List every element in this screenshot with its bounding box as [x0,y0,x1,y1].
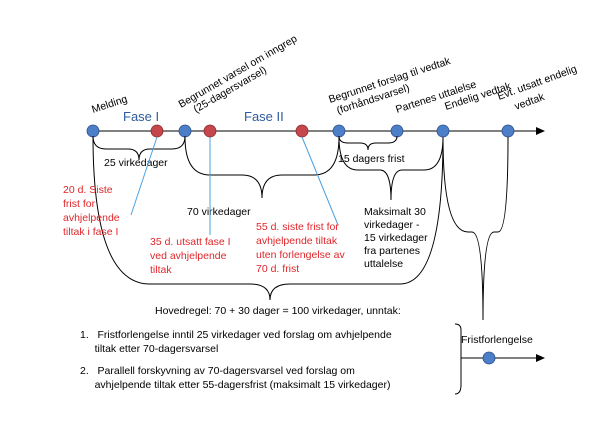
dot-55d [295,124,309,138]
dot-extension [482,351,496,365]
label-max-2: virkedager - [364,219,420,231]
brace-max-30 [338,136,444,201]
dot-varsel [178,124,192,138]
label-15-days: 15 dagers frist [338,153,405,165]
rule-item-1-line-1: 1. Fristforlengelse inntil 25 virkedager… [80,329,392,341]
label-varsel-1: Begrunnet varsel om inngrep [177,33,300,111]
label-extension: Fristforlengelse [461,334,533,346]
note-35-line-1: 35 d. utsatt fase I [150,236,231,248]
dot-utsatt [501,124,515,138]
dot-forslag [332,124,346,138]
dot-20d [150,124,164,138]
brace-25-days [92,135,186,161]
label-max-5: uttalelse [364,258,403,270]
rule-item-2-line-2: avhjelpende tiltak etter 55-dagersfrist … [80,379,390,391]
phase-2-label: Fase II [244,109,284,124]
note-20-line-3: avhjelpende [63,212,120,224]
brace-extension [442,136,509,321]
note-55-line-4: 70 d. frist [256,263,299,275]
brace-main-rule [92,135,444,301]
label-max-1: Maksimalt 30 [364,206,426,218]
note-35-line-2: ved avhjelpende [150,250,227,262]
note-20-line-2: frist for [63,198,96,210]
note-55-line-3: uten forlengelse av [256,249,345,261]
leader-20d [130,136,158,216]
timeline-arrowhead [536,127,545,135]
dot-35d [203,124,217,138]
phase-1-label: Fase I [123,109,159,124]
note-55-line-1: 55 d. siste frist for [256,221,339,233]
note-20-line-4: tiltak i fase I [63,226,118,238]
rule-item-2-line-1: 2. Parallell forskyvning av 70-dagersvar… [80,365,355,377]
dot-melding [86,124,100,138]
brace-15-days [338,135,398,151]
note-35-line-3: tiltak [150,264,172,276]
label-max-4: fra partenes [364,245,420,257]
note-20-line-1: 20 d. Siste [63,184,113,196]
rule-item-1-line-2: tiltak etter 70-dagersvarsel [80,343,218,355]
note-55-line-2: avhjelpende tiltak [256,235,338,247]
rule-main: Hovedregel: 70 + 30 dager = 100 virkedag… [155,305,401,317]
dot-uttalelse [390,124,404,138]
extension-arrowhead [536,354,545,362]
label-70-days: 70 virkedager [187,206,251,218]
label-max-3: 15 virkedager [364,232,428,244]
brace-70-days [184,136,340,199]
dot-endelig [436,124,450,138]
label-25-days: 25 virkedager [104,157,168,169]
leader-55d [301,136,339,226]
